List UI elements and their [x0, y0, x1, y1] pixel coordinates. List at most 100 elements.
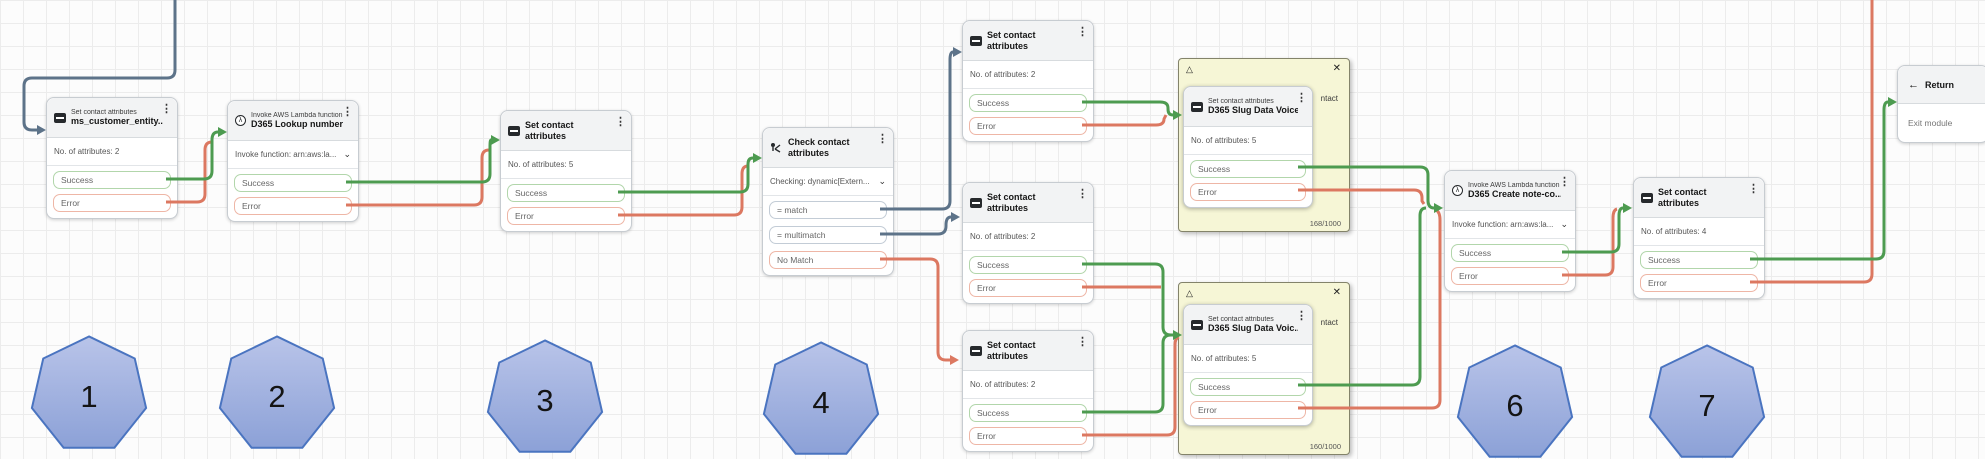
block-header: Set contact attributes ⋮ [1634, 178, 1764, 218]
success-port[interactable]: Success [969, 404, 1087, 422]
note-annotation-2[interactable]: △ ✕ ntact 160/1000 Set contact attribute… [1178, 282, 1350, 455]
set-contact-attributes-icon [1191, 319, 1203, 330]
block-title: D365 Lookup number [251, 119, 344, 129]
error-port[interactable]: Error [507, 207, 625, 225]
port-label: Success [977, 408, 1010, 418]
block-type-label: Set contact attributes [987, 339, 1036, 361]
kebab-menu-icon[interactable]: ⋮ [877, 133, 888, 145]
block-type-label: Invoke AWS Lambda function [1468, 182, 1560, 189]
kebab-menu-icon[interactable]: ⋮ [615, 116, 626, 128]
block-type-label: Set contact attributes [1208, 316, 1274, 323]
kebab-menu-icon[interactable]: ⋮ [1077, 26, 1088, 38]
error-port[interactable]: Error [1640, 274, 1758, 292]
block-type-label: Set contact attributes [1658, 186, 1707, 208]
port-label: Success [1198, 164, 1231, 174]
error-port[interactable]: Error [969, 117, 1087, 135]
error-port[interactable]: Error [1190, 401, 1306, 419]
block-set-contact-attributes-nomatch[interactable]: Set contact attributes ⋮ No. of attribut… [962, 330, 1094, 452]
heptagon-shape [214, 334, 340, 456]
note-annotation-1[interactable]: △ ✕ ntact 168/1000 Set contact attribute… [1178, 58, 1350, 232]
return-arrow-icon: ← [1908, 78, 1919, 91]
warning-icon: △ [1186, 64, 1193, 74]
nomatch-port[interactable]: No Match [769, 251, 887, 269]
block-header: Check contact attributes ⋮ [763, 128, 893, 168]
port-label: Success [977, 260, 1010, 270]
marker-heptagon-6[interactable]: 6 [1452, 343, 1578, 459]
kebab-menu-icon[interactable]: ⋮ [1748, 183, 1759, 195]
block-type-label: Invoke AWS Lambda function [251, 112, 343, 119]
kebab-menu-icon[interactable]: ⋮ [1077, 188, 1088, 200]
checking-selector[interactable]: Checking: dynamic[Extern...⌄ [763, 168, 893, 196]
block-title: D365 Create note-co... [1468, 189, 1561, 199]
block-d365-create-note[interactable]: λ Invoke AWS Lambda function D365 Create… [1444, 170, 1576, 292]
port-label: Error [1198, 405, 1217, 415]
kebab-menu-icon[interactable]: ⋮ [1077, 336, 1088, 348]
block-header: Set contact attributes D365 Slug Data Vo… [1184, 305, 1312, 345]
block-header: Set contact attributes ⋮ [963, 183, 1093, 223]
marker-heptagon-4[interactable]: 4 [758, 340, 884, 459]
block-d365-lookup-number[interactable]: λ Invoke AWS Lambda function D365 Lookup… [227, 100, 359, 222]
marker-number: 7 [1698, 388, 1716, 423]
port-label: Success [61, 175, 94, 185]
block-type-label: Set contact attributes [987, 191, 1036, 213]
block-d365-slug-data-voice-2[interactable]: Set contact attributes D365 Slug Data Vo… [1183, 304, 1313, 426]
block-ms-customer-entity[interactable]: Set contact attributes ms_customer_entit… [46, 97, 178, 219]
success-port[interactable]: Success [53, 171, 171, 189]
kebab-menu-icon[interactable]: ⋮ [1296, 92, 1307, 104]
port-label: Error [977, 121, 996, 131]
port-label: Error [977, 283, 996, 293]
success-port[interactable]: Success [969, 256, 1087, 274]
function-selector[interactable]: Invoke function: arn:aws:la...⌄ [228, 141, 358, 169]
success-port[interactable]: Success [507, 184, 625, 202]
function-arn: Invoke function: arn:aws:la... [235, 150, 337, 159]
attributes-summary: No. of attributes: 4 [1634, 218, 1764, 246]
block-type-label: Set contact attributes [1208, 98, 1274, 105]
error-port[interactable]: Error [969, 427, 1087, 445]
block-d365-slug-data-voice[interactable]: Set contact attributes D365 Slug Data Vo… [1183, 86, 1313, 208]
heptagon-shape [26, 334, 152, 456]
block-return[interactable]: ← Return Exit module [1897, 65, 1985, 143]
function-selector[interactable]: Invoke function: arn:aws:la...⌄ [1445, 211, 1575, 239]
success-port[interactable]: Success [1190, 378, 1306, 396]
error-port[interactable]: Error [1451, 267, 1569, 285]
success-port[interactable]: Success [234, 174, 352, 192]
marker-heptagon-2[interactable]: 2 [214, 334, 340, 456]
block-set-contact-attributes-final[interactable]: Set contact attributes ⋮ No. of attribut… [1633, 177, 1765, 299]
port-label: = match [777, 205, 808, 215]
attributes-summary: No. of attributes: 5 [1184, 127, 1312, 155]
kebab-menu-icon[interactable]: ⋮ [1559, 176, 1570, 188]
close-icon[interactable]: ✕ [1332, 287, 1341, 298]
error-port[interactable]: Error [234, 197, 352, 215]
chevron-down-icon: ⌄ [878, 176, 886, 186]
block-check-contact-attributes[interactable]: Check contact attributes ⋮ Checking: dyn… [762, 127, 894, 276]
block-set-contact-attributes-match[interactable]: Set contact attributes ⋮ No. of attribut… [962, 20, 1094, 142]
error-port[interactable]: Error [53, 194, 171, 212]
kebab-menu-icon[interactable]: ⋮ [342, 106, 353, 118]
success-port[interactable]: Success [969, 94, 1087, 112]
match-port[interactable]: = match [769, 201, 887, 219]
kebab-menu-icon[interactable]: ⋮ [1296, 310, 1307, 322]
block-title: ms_customer_entity... [71, 116, 163, 126]
kebab-menu-icon[interactable]: ⋮ [161, 103, 172, 115]
port-label: Error [1459, 271, 1478, 281]
port-label: Error [977, 431, 996, 441]
port-label: = multimatch [777, 230, 826, 240]
marker-heptagon-3[interactable]: 3 [482, 338, 608, 459]
block-header: Set contact attributes ⋮ [963, 331, 1093, 371]
close-icon[interactable]: ✕ [1332, 63, 1341, 74]
success-port[interactable]: Success [1451, 244, 1569, 262]
error-port[interactable]: Error [969, 279, 1087, 297]
multimatch-port[interactable]: = multimatch [769, 226, 887, 244]
set-contact-attributes-icon [970, 197, 982, 208]
port-label: Success [242, 178, 275, 188]
marker-heptagon-1[interactable]: 1 [26, 334, 152, 456]
block-set-contact-attributes-3[interactable]: Set contact attributes ⋮ No. of attribut… [500, 110, 632, 232]
success-port[interactable]: Success [1640, 251, 1758, 269]
success-port[interactable]: Success [1190, 160, 1306, 178]
error-port[interactable]: Error [1190, 183, 1306, 201]
heptagon-shape [758, 340, 884, 459]
block-set-contact-attributes-multimatch[interactable]: Set contact attributes ⋮ No. of attribut… [962, 182, 1094, 304]
set-contact-attributes-icon [970, 35, 982, 46]
marker-heptagon-7[interactable]: 7 [1644, 343, 1770, 459]
